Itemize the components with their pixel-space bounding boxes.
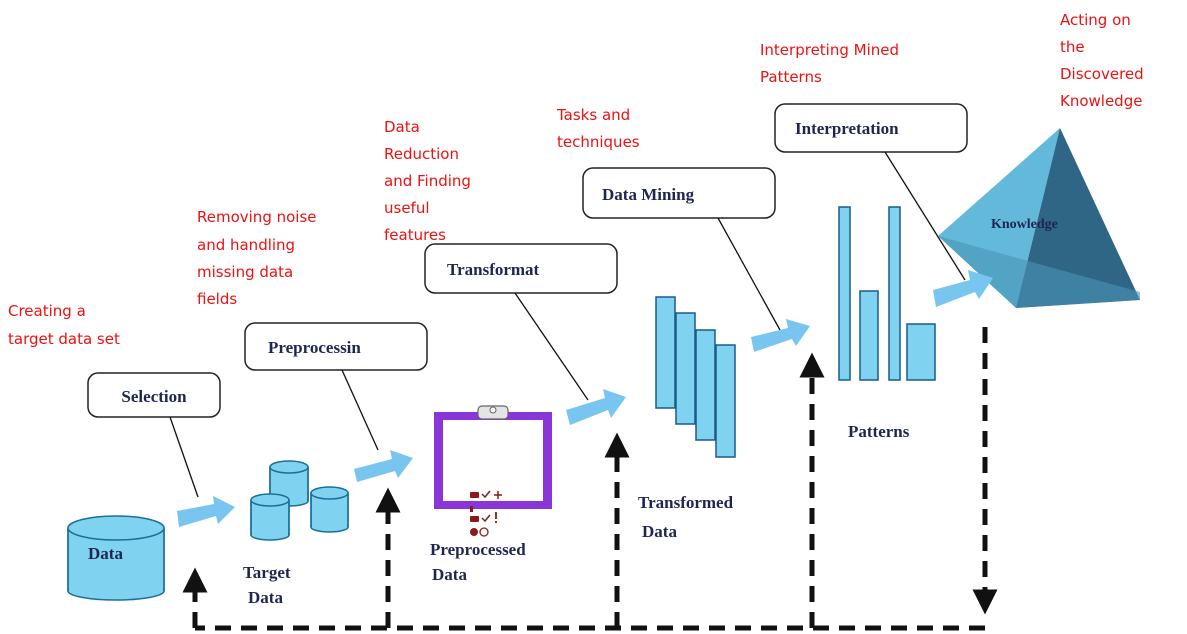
item-knowledge: Knowledge xyxy=(991,217,1058,232)
transformed-data-blocks xyxy=(655,296,736,458)
stage-data-mining: Data Mining xyxy=(582,167,776,219)
svg-text:Transformat: Transformat xyxy=(447,260,540,279)
right-arrow-icon xyxy=(177,496,235,527)
right-arrow-icon xyxy=(751,319,810,352)
svg-text:Interpretation: Interpretation xyxy=(795,119,899,138)
svg-text:Data Mining: Data Mining xyxy=(602,185,695,204)
note-preprocessing: Removing noise and handling missing data… xyxy=(197,208,321,308)
note-knowledge: Acting on the Discovered Knowledge xyxy=(1060,11,1148,110)
right-arrow-icon xyxy=(933,270,993,307)
note-selection: Creating a target data set xyxy=(8,302,120,348)
item-transformed-data: Transformed Data xyxy=(638,493,737,541)
item-patterns: Patterns xyxy=(848,422,910,441)
svg-text:Preprocessin: Preprocessin xyxy=(268,338,361,357)
database-cylinder-icon xyxy=(310,486,349,533)
database-cylinder-icon xyxy=(67,515,165,601)
connector-preprocessing xyxy=(341,369,379,451)
stage-selection: Selection xyxy=(87,372,221,418)
connector-interpretation xyxy=(884,151,966,281)
clipboard-icon xyxy=(434,405,552,537)
stage-preprocessing: Preprocessin xyxy=(244,322,428,371)
database-cylinder-icon xyxy=(250,493,290,541)
item-preprocessed-data: Preprocessed Data xyxy=(430,540,530,584)
item-data: Data xyxy=(88,544,123,563)
stage-transformation: Transformat xyxy=(424,243,618,294)
stage-interpretation: Interpretation xyxy=(774,103,968,153)
note-transformation: Data Reduction and Finding useful featur… xyxy=(384,118,476,244)
note-interpretation: Interpreting Mined Patterns xyxy=(760,41,904,86)
connector-transformation xyxy=(514,292,589,401)
right-arrow-icon xyxy=(566,389,626,425)
connector-selection xyxy=(169,416,199,498)
item-target-data: Target Data xyxy=(243,563,295,607)
pattern-bars xyxy=(838,206,936,381)
right-arrow-icon xyxy=(354,450,413,482)
note-data-mining: Tasks and techniques xyxy=(556,106,640,151)
pyramid-icon xyxy=(938,128,1140,308)
flow-arrows xyxy=(177,270,993,527)
dashed-feedback-arrow xyxy=(182,327,998,631)
connector-data-mining xyxy=(717,217,781,331)
svg-text:Selection: Selection xyxy=(121,387,187,406)
target-data-cylinders xyxy=(250,460,349,541)
checklist-glyphs xyxy=(470,490,502,537)
